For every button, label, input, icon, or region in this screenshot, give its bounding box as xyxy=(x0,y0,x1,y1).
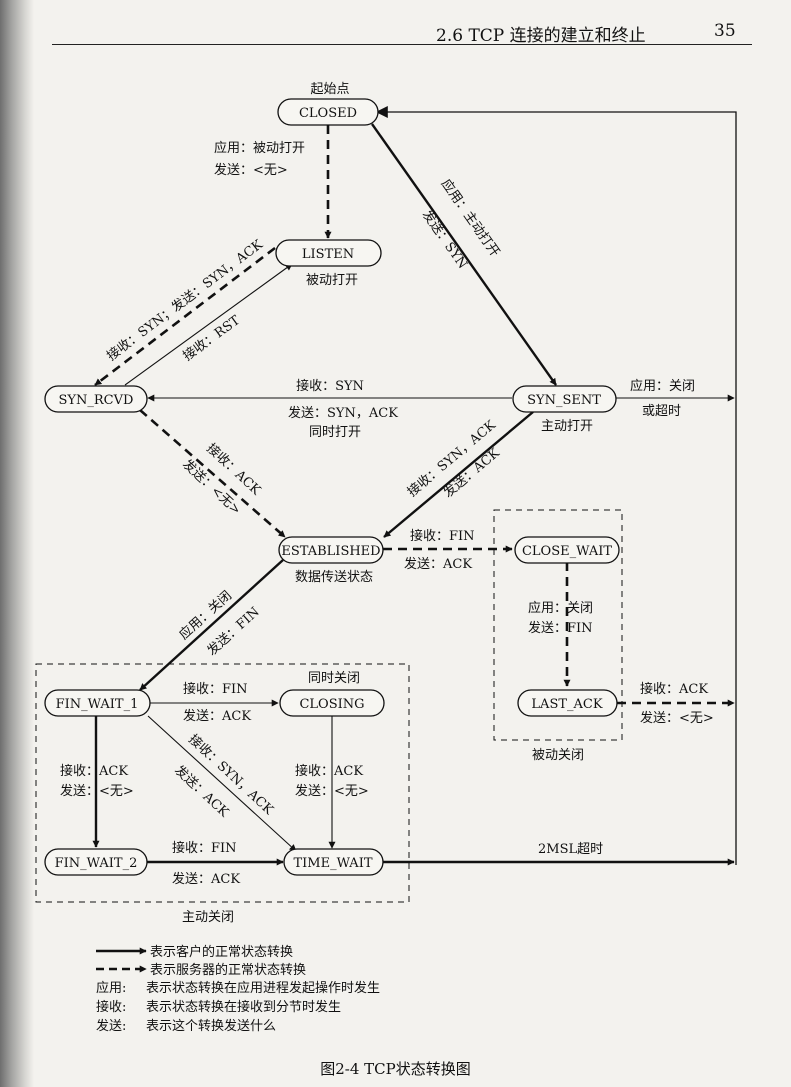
edge-finwait1-timewait xyxy=(147,715,297,852)
state-listen: LISTEN xyxy=(275,239,382,267)
label-simul-open-send: 发送：SYN，ACK xyxy=(288,405,398,421)
note-active-close: 主动关闭 xyxy=(182,910,234,925)
label-synsent-close-app: 应用：关闭 xyxy=(630,378,695,394)
edge-listen-synrcvd xyxy=(94,246,276,387)
label-lastack-recv: 接收：ACK xyxy=(640,681,708,697)
figure-caption: 图2-4 TCP状态转换图 xyxy=(320,1060,471,1078)
edge-synsent-established xyxy=(383,411,534,538)
label-2msl-timeout: 2MSL超时 xyxy=(538,842,603,857)
state-syn-rcvd-label: SYN_RCVD xyxy=(59,393,134,408)
legend-recv-desc: 表示状态转换在接收到分节时发生 xyxy=(146,999,341,1015)
label-passive-open-send: 发送：<无> xyxy=(214,162,288,178)
label-finwait1-finwait2-recv: 接收：ACK xyxy=(60,763,128,779)
label-finwait2-timewait-send: 发送：ACK xyxy=(172,871,240,887)
edge-synrcvd-established xyxy=(139,409,286,538)
state-syn-rcvd: SYN_RCVD xyxy=(44,385,148,413)
label-est-closewait-send: 发送：ACK xyxy=(404,556,472,572)
page-number: 35 xyxy=(714,21,736,41)
section-title: 2.6 TCP 连接的建立和终止 xyxy=(436,26,646,46)
label-synsent-close-timeout: 或超时 xyxy=(642,404,681,419)
note-established: 数据传送状态 xyxy=(295,570,373,585)
note-listen: 被动打开 xyxy=(306,273,358,288)
state-last-ack: LAST_ACK xyxy=(517,689,618,717)
legend-dashed-text: 表示服务器的正常状态转换 xyxy=(150,962,306,978)
state-syn-sent: SYN_SENT xyxy=(512,385,617,413)
edge-established-finwait1 xyxy=(139,559,284,691)
edge-closed-synsent xyxy=(371,123,557,386)
state-closed: CLOSED xyxy=(277,98,379,126)
legend-app-key: 应用: xyxy=(96,980,126,996)
legend-send-key: 发送: xyxy=(96,1018,126,1034)
state-close-wait: CLOSE_WAIT xyxy=(514,536,620,564)
state-fin-wait-2: FIN_WAIT_2 xyxy=(44,848,148,876)
running-header: 2.6 TCP 连接的建立和终止 35 xyxy=(0,0,791,46)
return-line xyxy=(375,106,737,865)
label-est-closewait-recv: 接收：FIN xyxy=(410,528,475,544)
legend-send-desc: 表示这个转换发送什么 xyxy=(146,1018,276,1034)
label-closewait-lastack-app: 应用：关闭 xyxy=(528,600,593,616)
state-close-wait-label: CLOSE_WAIT xyxy=(522,544,612,559)
label-closewait-lastack-send: 发送：FIN xyxy=(528,620,593,636)
label-lastack-send: 发送：<无> xyxy=(640,710,714,726)
legend-solid-text: 表示客户的正常状态转换 xyxy=(150,944,293,960)
label-closing-timewait-send: 发送：<无> xyxy=(295,783,369,799)
start-label: 起始点 xyxy=(310,82,349,97)
label-finwait1-finwait2-send: 发送：<无> xyxy=(60,783,134,799)
state-syn-sent-label: SYN_SENT xyxy=(527,393,601,408)
legend: 表示客户的正常状态转换 表示服务器的正常状态转换 应用: 表示状态转换在应用进程… xyxy=(96,944,380,1034)
state-listen-label: LISTEN xyxy=(302,247,354,262)
passive-close-region xyxy=(493,509,623,741)
legend-recv-key: 接收: xyxy=(96,999,126,1015)
note-passive-close: 被动关闭 xyxy=(532,748,584,763)
label-simul-open-recv: 接收：SYN xyxy=(296,378,364,394)
state-closing: CLOSING xyxy=(279,689,385,717)
state-time-wait-label: TIME_WAIT xyxy=(293,856,372,871)
edge-synrcvd-listen xyxy=(124,263,293,386)
state-fin-wait-1-label: FIN_WAIT_1 xyxy=(56,697,139,712)
label-finwait1-closing-send: 发送：ACK xyxy=(183,708,251,724)
label-finwait2-timewait-recv: 接收：FIN xyxy=(172,840,237,856)
page-binding-shadow xyxy=(0,0,34,1087)
state-closed-label: CLOSED xyxy=(299,106,357,121)
header-rule xyxy=(52,44,752,45)
legend-app-desc: 表示状态转换在应用进程发起操作时发生 xyxy=(146,980,380,996)
state-last-ack-label: LAST_ACK xyxy=(531,697,602,712)
state-fin-wait-1: FIN_WAIT_1 xyxy=(44,689,151,717)
active-close-region xyxy=(35,663,410,903)
label-finwait1-closing-recv: 接收：FIN xyxy=(183,681,248,697)
state-fin-wait-2-label: FIN_WAIT_2 xyxy=(55,856,138,871)
label-closing-timewait-recv: 接收：ACK xyxy=(295,763,363,779)
label-simul-open: 同时打开 xyxy=(309,425,361,440)
state-established-label: ESTABLISHED xyxy=(281,544,380,559)
note-syn-sent: 主动打开 xyxy=(541,419,593,434)
state-closing-label: CLOSING xyxy=(299,697,364,712)
state-time-wait: TIME_WAIT xyxy=(283,848,384,876)
label-finwait1-timewait-recv: 接收：SYN，ACK xyxy=(185,731,277,818)
label-passive-open-app: 应用：被动打开 xyxy=(214,140,305,156)
state-established: ESTABLISHED xyxy=(278,536,384,564)
note-closing: 同时关闭 xyxy=(308,671,360,686)
